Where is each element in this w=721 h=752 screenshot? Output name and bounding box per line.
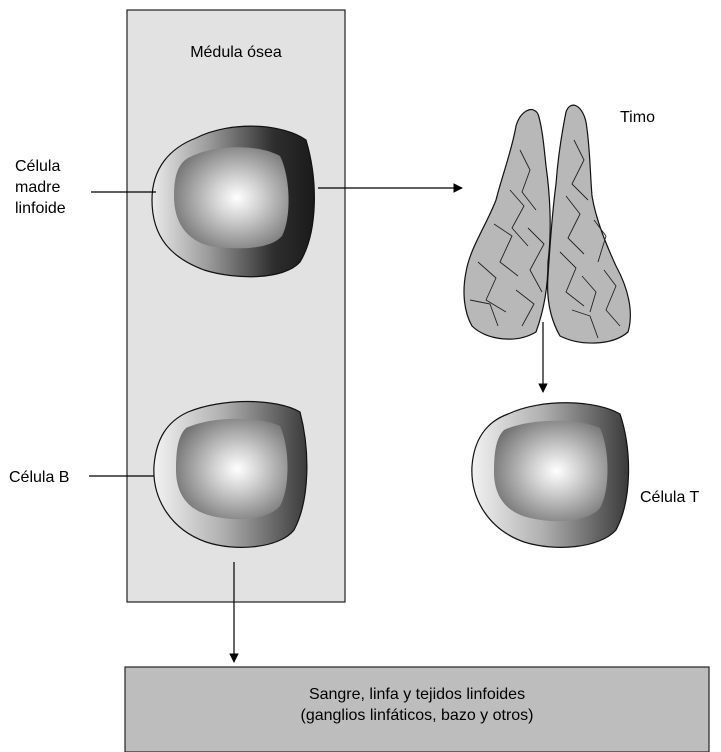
destination-line-1: Sangre, linfa y tejidos linfoides xyxy=(309,686,525,703)
lymphoid-stem-cell xyxy=(152,126,314,277)
thymus-label: Timo xyxy=(620,109,655,126)
b-cell-label: Célula B xyxy=(9,469,69,486)
t-cell-label: Célula T xyxy=(640,489,700,506)
stem-cell-label-line-3: linfoide xyxy=(15,200,66,217)
destination-line-2: (ganglios linfáticos, bazo y otros) xyxy=(301,707,534,724)
stem-cell-label-line-2: madre xyxy=(15,179,60,196)
t-cell xyxy=(472,403,629,548)
stem-cell-label-line-1: Célula xyxy=(15,158,60,175)
stem-cell-label: Célula madre linfoide xyxy=(15,158,66,217)
bone-marrow-title: Médula ósea xyxy=(190,44,282,61)
thymus-illustration xyxy=(464,105,630,343)
